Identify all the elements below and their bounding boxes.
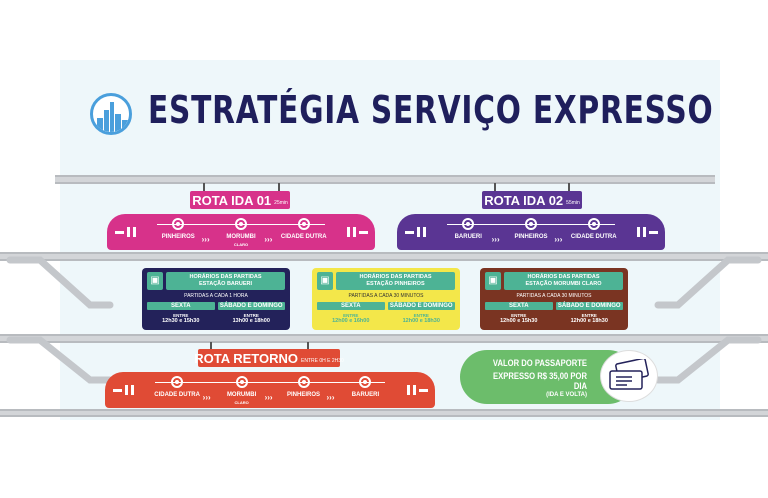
page-title: ESTRATÉGIA SERVIÇO EXPRESSO [148,88,714,132]
escalators [6,256,762,384]
calendar-clock-icon: ▣ [485,272,501,290]
calendar-clock-icon: ▣ [317,272,333,290]
floor-1 [0,252,768,261]
floor-2 [0,334,768,343]
city-logo-icon [90,93,132,135]
top-beam [55,175,715,184]
ticket-icon [600,350,658,402]
calendar-clock-icon: ▣ [147,272,163,290]
train-route-ida-02: BARUERI ››› PINHEIROS ››› CIDADE DUTRA [397,214,665,250]
floor-3 [0,409,768,417]
